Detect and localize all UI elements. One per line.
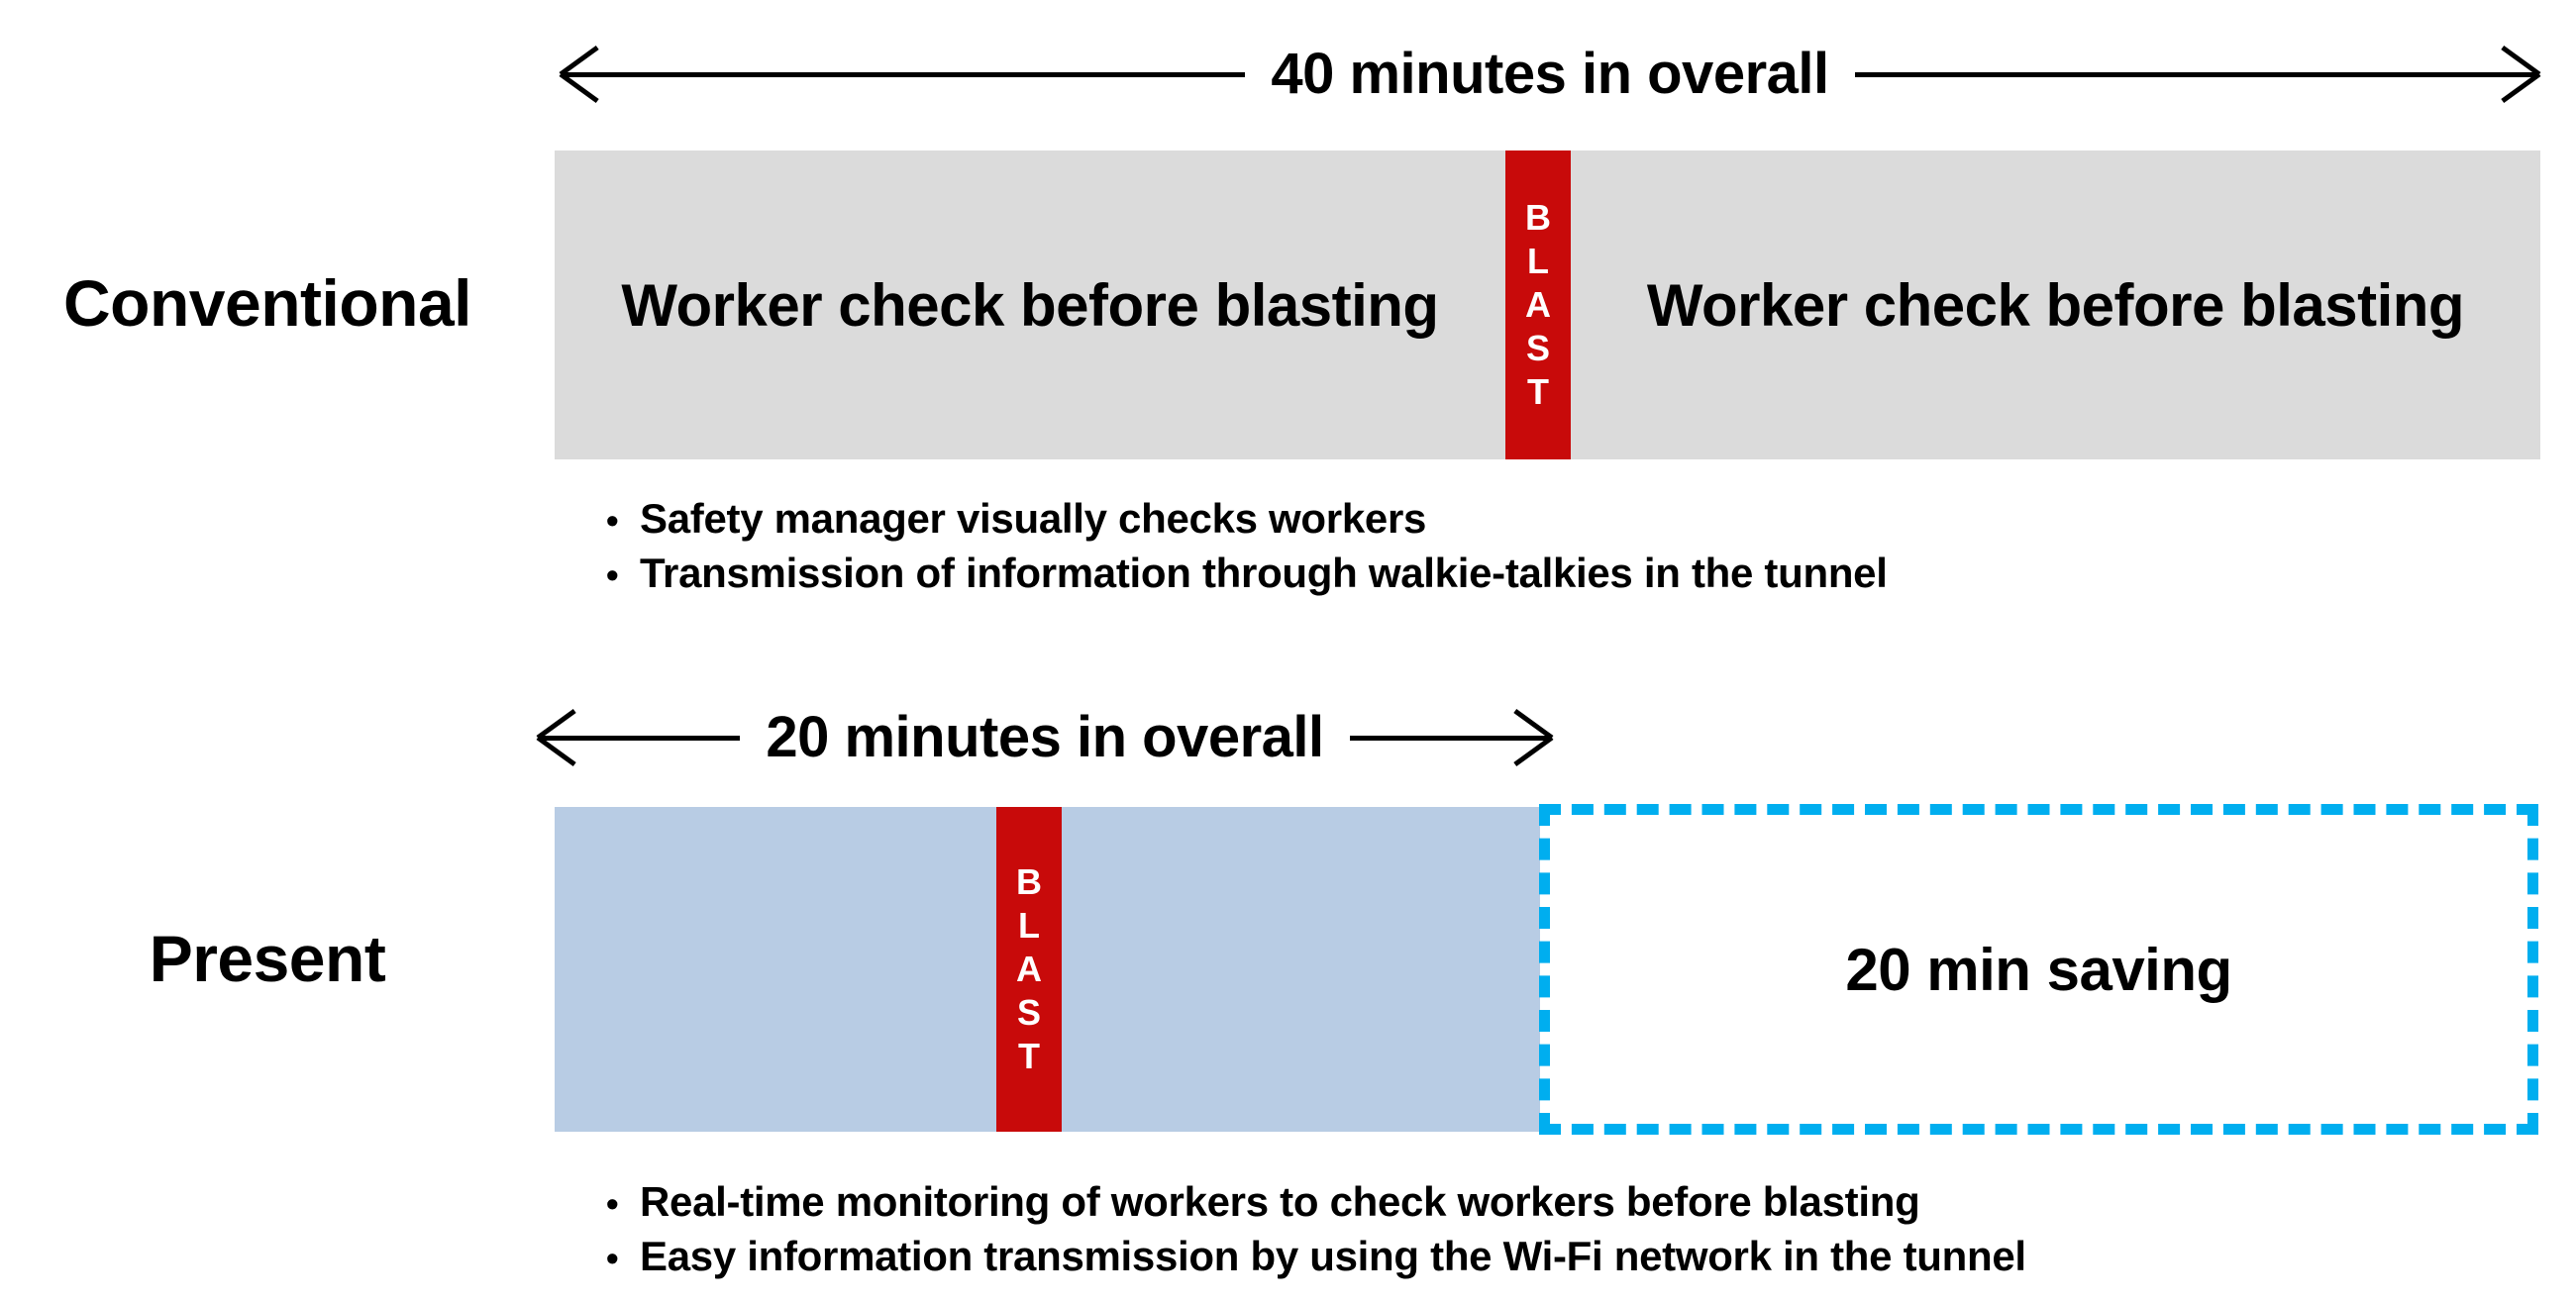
- measure-line-right-conventional: [1854, 45, 2541, 104]
- bullet-marker-icon: •: [606, 1183, 619, 1224]
- right-arrow-icon: [2501, 45, 2541, 77]
- measure-arrow-present: 20 minutes in overall: [536, 693, 1554, 782]
- left-arrow-icon: [559, 45, 599, 77]
- right-arrow-icon-lower: [1513, 735, 1554, 767]
- blast-band-conventional: B L A S T: [1505, 150, 1571, 459]
- list-item: • Safety manager visually checks workers: [606, 491, 1888, 546]
- bullet-text: Transmission of information through walk…: [640, 550, 1888, 597]
- blast-letter-t: T: [1527, 370, 1549, 412]
- row-label-conventional: Conventional: [62, 266, 472, 340]
- measure-line-left-conventional: [559, 45, 1246, 104]
- left-arrow-icon-lower: [559, 71, 599, 104]
- blast-letter-a: A: [1016, 949, 1042, 990]
- measure-label-present: 20 minutes in overall: [766, 705, 1324, 769]
- bullet-marker-icon: •: [606, 554, 619, 596]
- timeline-bar-present: B L A S T: [555, 807, 1540, 1132]
- bullet-text: Easy information transmission by using t…: [640, 1233, 2026, 1280]
- blast-letter-b: B: [1525, 197, 1551, 239]
- left-arrow-icon: [536, 708, 576, 741]
- blast-letter-l: L: [1018, 905, 1040, 947]
- blast-letter-a: A: [1525, 284, 1551, 326]
- right-arrow-icon-lower: [2501, 71, 2541, 104]
- measure-line-left-present: [536, 708, 741, 767]
- bullet-list-conventional: • Safety manager visually checks workers…: [606, 491, 1888, 601]
- blast-band-present: B L A S T: [996, 807, 1062, 1132]
- blast-letter-t: T: [1018, 1035, 1040, 1076]
- list-item: • Real-time monitoring of workers to che…: [606, 1174, 2026, 1229]
- list-item: • Easy information transmission by using…: [606, 1229, 2026, 1283]
- time-saving-box: 20 min saving: [1539, 804, 2538, 1135]
- blast-letter-s: S: [1525, 327, 1550, 368]
- blast-letter-l: L: [1527, 241, 1549, 282]
- bullet-marker-icon: •: [606, 1238, 619, 1279]
- bullet-marker-icon: •: [606, 500, 619, 541]
- measure-arrow-conventional: 40 minutes in overall: [559, 30, 2541, 119]
- time-saving-label: 20 min saving: [1845, 936, 2232, 1003]
- timeline-bar-conventional: Worker check before blasting B L A S T W…: [555, 150, 2540, 459]
- bullet-text: Real-time monitoring of workers to check…: [640, 1178, 1920, 1225]
- bullet-text: Safety manager visually checks workers: [640, 495, 1427, 542]
- list-item: • Transmission of information through wa…: [606, 546, 1888, 600]
- measure-line-right-present: [1349, 708, 1554, 767]
- segment-monitoring-after: [1062, 807, 1540, 1132]
- right-arrow-icon: [1513, 708, 1554, 741]
- blast-letter-b: B: [1016, 861, 1042, 903]
- blast-letter-s: S: [1016, 991, 1041, 1033]
- segment-monitoring-before: [555, 807, 996, 1132]
- left-arrow-icon-lower: [536, 735, 576, 767]
- bullet-list-present: • Real-time monitoring of workers to che…: [606, 1174, 2026, 1284]
- row-label-present: Present: [149, 922, 386, 995]
- segment-worker-check-before: Worker check before blasting: [621, 271, 1439, 339]
- measure-label-conventional: 40 minutes in overall: [1271, 42, 1829, 106]
- segment-worker-check-after: Worker check before blasting: [1646, 271, 2465, 339]
